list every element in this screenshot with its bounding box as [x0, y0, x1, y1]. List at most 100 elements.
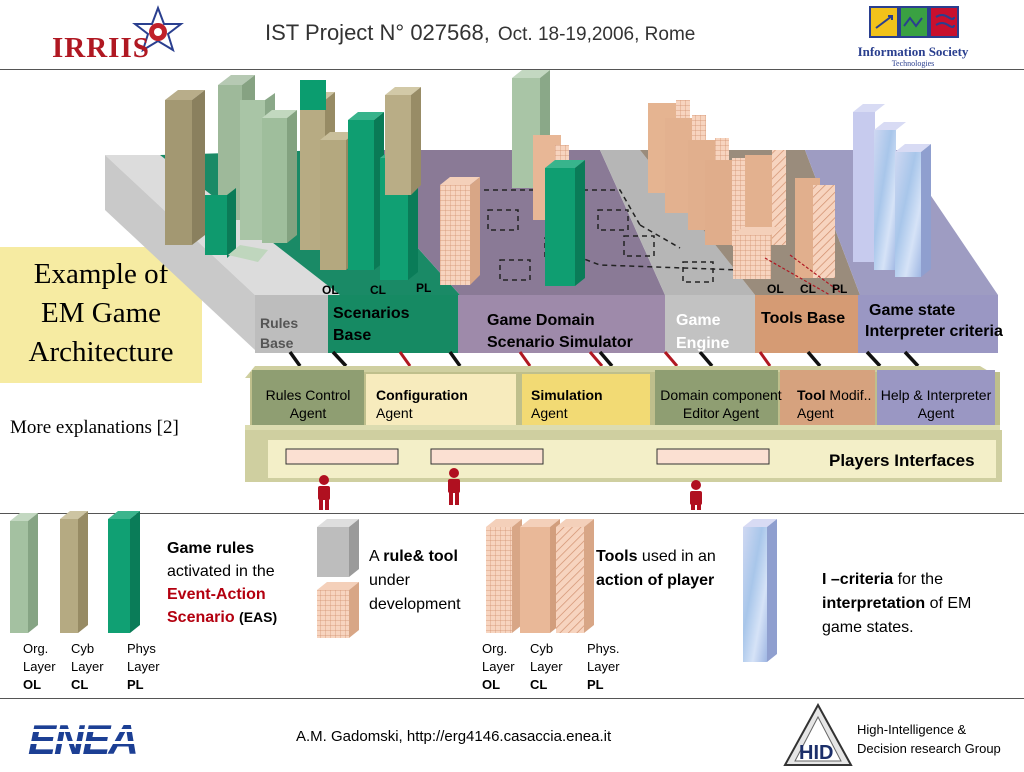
legend-org-layer: Org. Layer OL	[23, 640, 56, 694]
domain-component-agent	[655, 370, 778, 425]
example-title-box: Example of EM Game Architecture	[0, 247, 202, 383]
legend-tools-ol-pillar	[486, 519, 522, 633]
footer-author: A.M. Gadomski, http://erg4146.casaccia.e…	[296, 728, 612, 745]
diagram-divider	[0, 513, 1024, 514]
legend-tools-used-text: Tools used in an action of player	[596, 545, 716, 593]
game-state-label: Game state Interpreter criteria	[865, 300, 1003, 342]
scenarios-base-label-line1: Scenarios	[333, 305, 410, 322]
header-divider	[0, 69, 1024, 70]
tool-modif-agent-rest: Modif..	[825, 387, 872, 403]
irriis-star-icon	[132, 5, 184, 53]
scenarios-base-block	[328, 295, 458, 353]
page-title: IST Project N° 027568, Oct. 18-19,2006, R…	[265, 20, 695, 46]
simulator-dashed-paths	[475, 189, 741, 283]
rules-base-label: Rules Base	[260, 313, 298, 353]
rules-control-agent-line1: Rules Control	[265, 387, 351, 403]
legend-criteria-c: interpretation	[822, 595, 926, 612]
legend-tools-used-line2: action of player	[596, 572, 715, 589]
legend-criteria-line3: game states.	[822, 619, 914, 636]
enea-logo: ENEA	[26, 716, 144, 763]
legend-criteria-text: I –criteria for the interpretation of EM…	[822, 568, 971, 640]
legend-tools-phys-line3: PL	[587, 677, 604, 692]
enea-logo-icon: ENEA	[26, 716, 144, 763]
architecture-diagram	[105, 70, 1002, 510]
rules-control-agent	[252, 370, 364, 425]
help-interpreter-agent	[877, 370, 995, 425]
help-interpreter-agent-line1: Help & Interpreter	[880, 387, 992, 403]
tool-modif-agent-line2: Agent	[797, 405, 834, 421]
legend-tools-phys-line2: Layer	[587, 659, 620, 674]
tool-modif-agent	[780, 370, 875, 425]
legend-tools-cyb-line1: Cyb	[530, 641, 554, 656]
legend-org-line2: Layer	[23, 659, 56, 674]
ist-logo: Information Society Technologies	[848, 4, 978, 68]
rules-control-agent-label: Rules Control Agent	[252, 386, 364, 422]
player-person-icon	[318, 468, 702, 510]
scenarios-base-label: Scenarios Base	[333, 303, 409, 347]
legend-cyb-line2: Layer	[71, 659, 104, 674]
game-domain-label: Game Domain Scenario Simulator	[487, 310, 633, 354]
tools-base-block	[755, 295, 858, 353]
example-title-line3: Architecture	[28, 336, 174, 368]
rules-control-agent-line2: Agent	[289, 405, 327, 421]
game-engine-label-line2: Engine	[676, 335, 730, 352]
layer-tag-ol-left: OL	[322, 283, 339, 297]
game-domain-label-line1: Game Domain	[487, 312, 595, 329]
game-domain-label-line2: Scenario Simulator	[487, 334, 633, 351]
base-agent-connectors	[288, 350, 920, 368]
players-interfaces-label: Players Interfaces	[829, 451, 975, 470]
legend-criteria-pillar	[743, 519, 777, 662]
rules-base-label-line2: Base	[260, 335, 294, 351]
domain-pillars	[440, 70, 585, 286]
base-agent-red-connectors	[398, 351, 772, 367]
layer-tag-cl-left: CL	[370, 283, 386, 297]
legend-rule-tool-b: rule& tool	[383, 548, 458, 565]
rules-base-block	[255, 295, 330, 353]
hid-group-text: High-Intelligence & Decision research Gr…	[857, 720, 1001, 758]
help-interpreter-agent-line2: Agent	[917, 405, 955, 421]
legend-game-rules-eas: (EAS)	[239, 609, 278, 625]
platform-rules-side	[105, 155, 255, 350]
game-state-label-line1: Game state	[869, 302, 956, 319]
game-domain-block	[458, 295, 665, 353]
legend-criteria-line2: interpretation of EM	[822, 592, 971, 616]
legend-phys-line3: PL	[127, 677, 144, 692]
ist-logo-text: Information Society	[857, 44, 969, 59]
legend-tools-cyb-layer: Cyb Layer CL	[530, 640, 563, 694]
legend-org-line3: OL	[23, 677, 42, 692]
legend-tools-used-line1: Tools used in an	[596, 545, 716, 569]
rules-base-label-line1: Rules	[260, 315, 299, 331]
game-state-pillars	[853, 104, 931, 277]
scenarios-base-pillars	[205, 80, 421, 280]
legend-tool-block	[317, 582, 359, 638]
svg-text:HID: HID	[799, 742, 833, 764]
help-interpreter-agent-label: Help & Interpreter Agent	[877, 386, 995, 422]
domain-component-agent-line2: Editor Agent	[682, 405, 760, 421]
project-date: Oct. 18-19,2006, Rome	[497, 24, 696, 45]
legend-rule-tool-line2: under	[369, 572, 410, 589]
player-slot-2	[430, 448, 544, 465]
example-title-line1: Example of	[33, 258, 169, 290]
legend-game-rules-line1: Game rules	[167, 540, 255, 557]
project-title: IST Project N° 027568,	[265, 20, 490, 45]
footer-divider	[0, 698, 1024, 699]
hid-logo: HID	[783, 702, 853, 767]
configuration-agent	[366, 374, 516, 430]
legend-cyb-layer: Cyb Layer CL	[71, 640, 104, 694]
legend-tools-phys-layer: Phys. Layer PL	[587, 640, 620, 694]
hid-group-line1: High-Intelligence &	[857, 722, 967, 737]
legend-game-rules-line3: Event-Action	[167, 586, 266, 603]
more-explanations-link[interactable]: More explanations [2]	[10, 417, 179, 438]
legend-criteria-line1: I –criteria for the	[822, 568, 971, 592]
legend-tools-pl-pillar	[556, 519, 594, 633]
game-engine-block	[665, 295, 755, 353]
legend-rule-tool-line3: development	[369, 596, 461, 613]
platform-engine-top	[600, 150, 755, 295]
domain-component-agent-label: Domain component Editor Agent	[655, 386, 787, 422]
legend-rule-tool-line1: A rule& tool	[369, 545, 461, 569]
svg-text:ENEA: ENEA	[28, 716, 137, 760]
simulation-agent	[522, 374, 650, 430]
legend-tools-used-a: Tools	[596, 548, 638, 565]
tools-base-label: Tools Base	[761, 310, 846, 327]
domain-component-agent-line1: Domain component	[660, 387, 782, 403]
